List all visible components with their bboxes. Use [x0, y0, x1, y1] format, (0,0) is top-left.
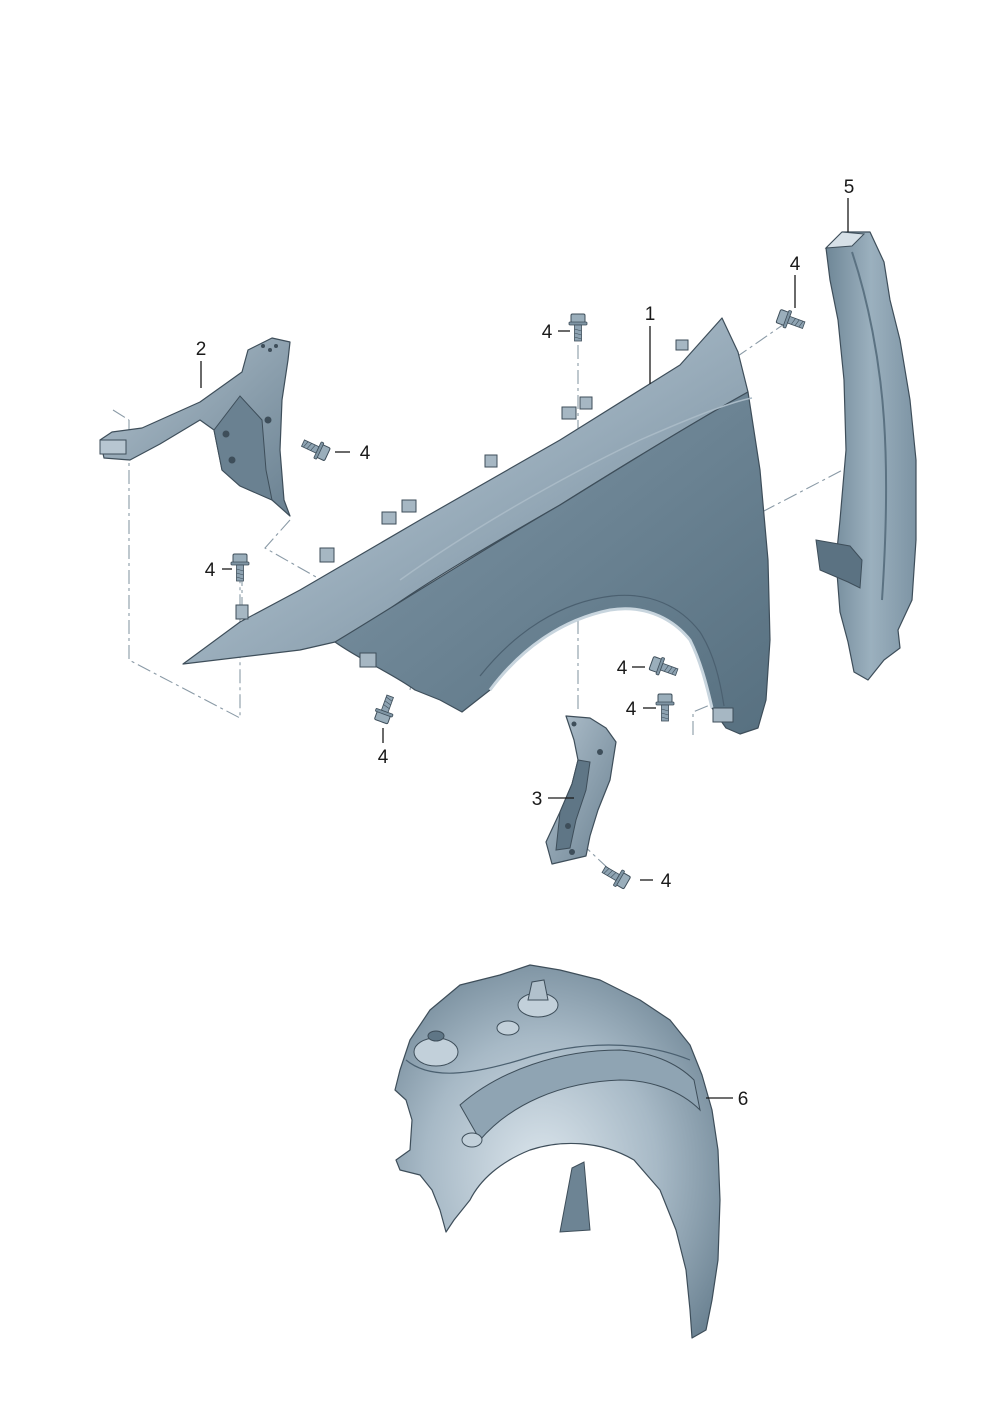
- callout-4: 4: [205, 560, 216, 581]
- callout-4: 4: [378, 747, 389, 768]
- lower-bracket-part-3: [545, 715, 617, 865]
- leader-lines: [200, 198, 849, 1099]
- bolt-icon: [568, 313, 588, 342]
- callout-labels: 1 2 3 5 6 4 4 4 4 4 4 4 4: [196, 177, 855, 1110]
- callout-4: 4: [542, 322, 553, 343]
- callout-6: 6: [738, 1089, 749, 1110]
- callout-3: 3: [532, 789, 543, 810]
- callout-5: 5: [844, 177, 855, 198]
- callout-4: 4: [790, 254, 801, 275]
- bolt-icon: [230, 553, 250, 582]
- callout-4: 4: [661, 871, 672, 892]
- callout-4: 4: [617, 658, 628, 679]
- bolt-icon: [598, 861, 633, 892]
- bolt-icon: [371, 692, 400, 726]
- fender-part-1: [182, 317, 771, 735]
- callout-4: 4: [626, 699, 637, 720]
- callout-1: 1: [645, 304, 656, 325]
- callout-4: 4: [360, 443, 371, 464]
- bolt-icon: [298, 434, 332, 464]
- upper-bracket-part-2: [99, 337, 291, 517]
- bolt-icon: [774, 306, 808, 335]
- wheel-housing-liner-part-6: [394, 964, 721, 1339]
- callout-2: 2: [196, 339, 207, 360]
- seal-strip-part-5: [815, 231, 917, 681]
- bolt-icon: [655, 693, 675, 722]
- bolt-icon: [647, 653, 681, 682]
